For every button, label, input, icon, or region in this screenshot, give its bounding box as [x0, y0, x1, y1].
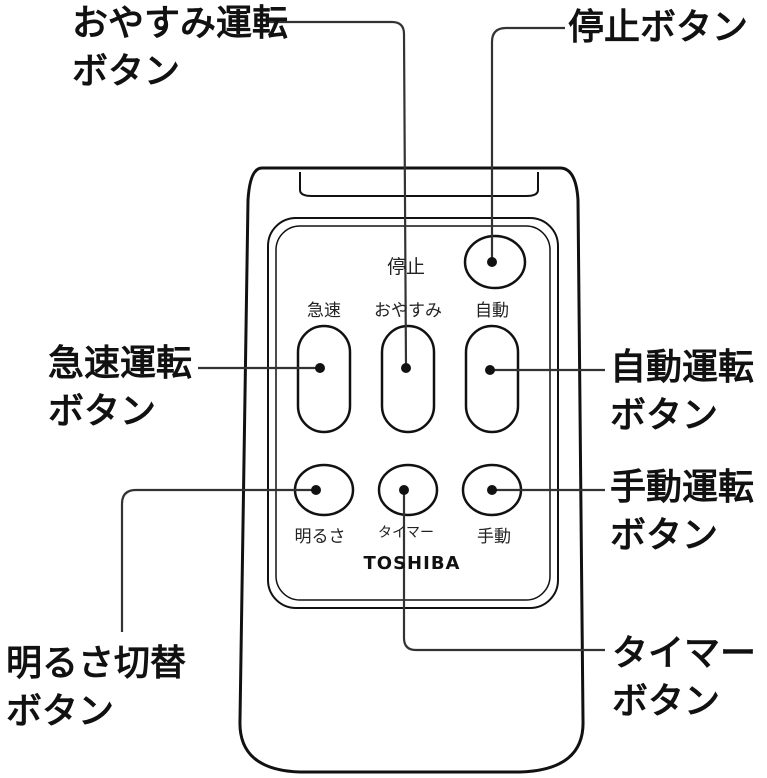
dot-kyusoku [315, 363, 325, 373]
callout-jido-line2: ボタン [610, 395, 719, 436]
callout-kyusoku: 急速運転 ボタン [48, 340, 192, 436]
leader-oyasumi [268, 20, 408, 369]
callout-oyasumi: おやすみ運転 ボタン [72, 0, 288, 96]
callout-jido-line1: 自動運転 [610, 347, 755, 388]
dot-akarusa [311, 485, 321, 495]
jido-button[interactable] [464, 324, 520, 434]
leader-stop [490, 26, 565, 262]
remote-body-outline [238, 166, 585, 774]
panel-label-jido: 自動 [475, 301, 509, 321]
callout-akarusa-line2: ボタン [6, 691, 115, 732]
dot-jido [485, 365, 495, 375]
callout-stop: 停止ボタン [568, 4, 748, 52]
dot-oyasumi [401, 363, 411, 373]
oyasumi-button[interactable] [380, 324, 436, 434]
callout-kyusoku-line2: ボタン [48, 391, 157, 432]
callout-akarusa-line1: 明るさ切替 [6, 643, 187, 684]
remote-top-notch [299, 172, 539, 197]
button-panel-inner [275, 225, 551, 601]
brand-logo: TOSHIBA [363, 553, 461, 574]
callout-timer: タイマー ボタン [612, 630, 756, 726]
callout-oyasumi-line2: ボタン [72, 51, 181, 92]
panel-label-shudo: 手動 [477, 527, 511, 547]
callout-shudo: 手動運転 ボタン [610, 464, 754, 560]
callout-kyusoku-line1: 急速運転 [48, 343, 193, 384]
callout-jido: 自動運転 ボタン [610, 344, 754, 440]
callout-oyasumi-line1: おやすみ運転 [72, 3, 289, 44]
dot-stop [487, 257, 497, 267]
callout-timer-line2: ボタン [612, 681, 721, 722]
panel-label-oyasumi: おやすみ [374, 301, 442, 321]
callout-shudo-line1: 手動運転 [610, 467, 755, 508]
callout-akarusa: 明るさ切替 ボタン [6, 640, 186, 736]
button-panel-outer [267, 217, 559, 609]
callout-shudo-line2: ボタン [610, 515, 719, 556]
callout-timer-line1: タイマー [612, 633, 757, 674]
dot-timer [399, 485, 409, 495]
callout-stop-line1: 停止ボタン [568, 7, 749, 48]
leader-timer [402, 490, 605, 652]
dot-shudo [487, 485, 497, 495]
panel-label-timer: タイマー [378, 525, 434, 541]
panel-label-kyusoku: 急速 [307, 301, 341, 321]
panel-label-akarusa: 明るさ [294, 527, 346, 547]
panel-label-stop: 停止 [386, 256, 426, 278]
kyusoku-button[interactable] [296, 324, 352, 434]
leader-akarusa [120, 488, 316, 632]
